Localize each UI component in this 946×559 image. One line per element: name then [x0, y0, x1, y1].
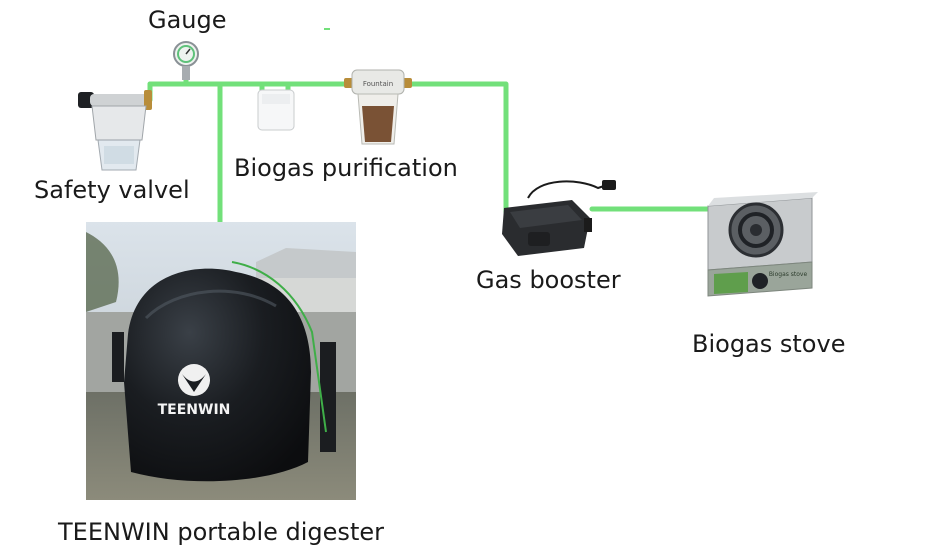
water-trap-icon: [257, 89, 295, 131]
filter-brand: Fountain: [363, 80, 393, 88]
digester-photo: TEENWIN: [86, 222, 356, 500]
digester-brand: TEENWIN: [158, 402, 231, 418]
stove-brand: Biogas stove: [769, 271, 808, 278]
gauge-label: Gauge: [148, 6, 227, 34]
safety-valve-icon: [78, 90, 152, 171]
purification-label: Biogas purification: [234, 154, 458, 182]
stove-label: Biogas stove: [692, 330, 846, 358]
gauge-icon: [173, 41, 199, 80]
desulfurizer-icon: Fountain: [344, 69, 412, 145]
booster-label: Gas booster: [476, 266, 621, 294]
digester-label: TEENWIN portable digester: [58, 518, 384, 546]
safety-valve-label: Safety valvel: [34, 176, 190, 204]
pipe-to-booster: [405, 81, 509, 215]
gas-booster-icon: [502, 180, 616, 256]
stove-icon: Biogas stove: [707, 192, 818, 297]
